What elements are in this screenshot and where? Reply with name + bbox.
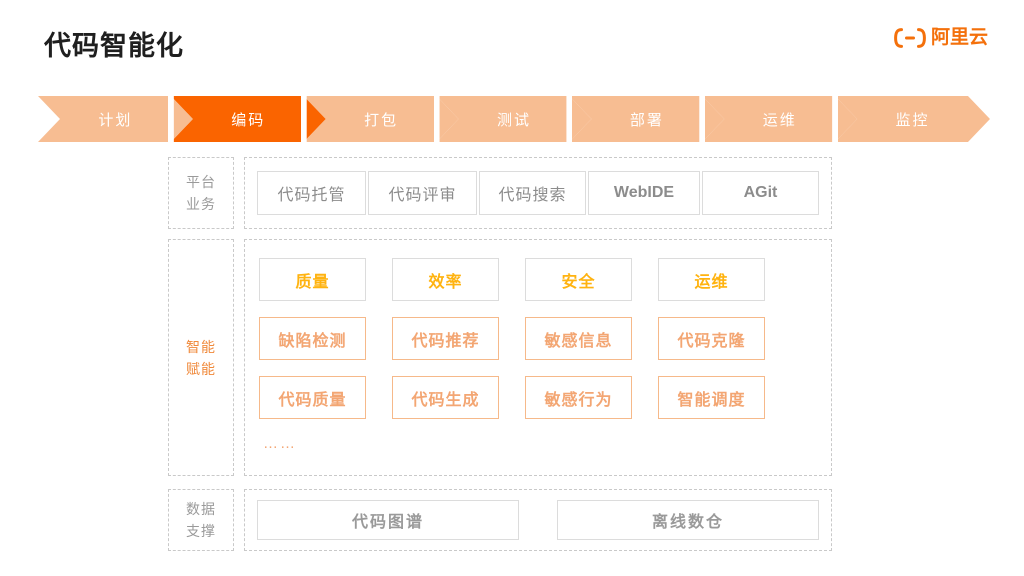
ai-capability-r1-3[interactable]: 敏感信息 bbox=[525, 317, 632, 360]
band-label-intelligent-empowerment: 智能 赋能 bbox=[168, 239, 234, 476]
pipeline-stage-2[interactable]: 编码 bbox=[170, 96, 326, 142]
band-label-line1: 平台 bbox=[186, 174, 216, 190]
ai-capability-r1-4[interactable]: 代码克隆 bbox=[658, 317, 765, 360]
platform-item-1[interactable]: 代码托管 bbox=[257, 171, 366, 215]
band-intelligent-empowerment: 智能 赋能 质量效率安全运维 缺陷检测代码推荐敏感信息代码克隆 代码质量代码生成… bbox=[168, 239, 832, 476]
pipeline-separator bbox=[699, 96, 706, 142]
ai-category-4[interactable]: 运维 bbox=[658, 258, 765, 301]
pipeline-separator bbox=[566, 96, 573, 142]
pipeline-separator bbox=[433, 96, 440, 142]
ai-capability-row-1: 缺陷检测代码推荐敏感信息代码克隆 bbox=[259, 317, 819, 360]
ai-category-2[interactable]: 效率 bbox=[392, 258, 499, 301]
ai-capability-r1-1[interactable]: 缺陷检测 bbox=[259, 317, 366, 360]
pipeline-stage-label: 打包 bbox=[364, 111, 399, 129]
band-data-support: 数据 支撑 代码图谱离线数仓 bbox=[168, 489, 832, 551]
band-body-data-support: 代码图谱离线数仓 bbox=[244, 489, 832, 551]
platform-item-5[interactable]: AGit bbox=[702, 171, 819, 215]
platform-item-2[interactable]: 代码评审 bbox=[368, 171, 477, 215]
ai-ellipsis: …… bbox=[263, 435, 297, 452]
pipeline-separator bbox=[300, 96, 307, 142]
ai-capability-r1-2[interactable]: 代码推荐 bbox=[392, 317, 499, 360]
pipeline-stage-6[interactable]: 运维 bbox=[702, 96, 858, 142]
band-body-intelligent-empowerment: 质量效率安全运维 缺陷检测代码推荐敏感信息代码克隆 代码质量代码生成敏感行为智能… bbox=[244, 239, 832, 476]
pipeline-stage-label: 运维 bbox=[762, 111, 797, 129]
ai-category-header-row: 质量效率安全运维 bbox=[259, 258, 819, 301]
platform-item-3[interactable]: 代码搜索 bbox=[479, 171, 586, 215]
ai-capability-row-2: 代码质量代码生成敏感行为智能调度 bbox=[259, 376, 819, 419]
band-label-data-support: 数据 支撑 bbox=[168, 489, 234, 551]
pipeline-stage-4[interactable]: 测试 bbox=[436, 96, 592, 142]
ai-capability-r2-3[interactable]: 敏感行为 bbox=[525, 376, 632, 419]
brand-text: 阿里云 bbox=[930, 27, 988, 48]
band-label-platform-business: 平台 业务 bbox=[168, 157, 234, 229]
pipeline-stage-bar: 计划 编码 打包 测试 部署 运维 监控 bbox=[38, 96, 990, 142]
ai-capability-r2-2[interactable]: 代码生成 bbox=[392, 376, 499, 419]
ai-category-3[interactable]: 安全 bbox=[525, 258, 632, 301]
pipeline-stage-label: 编码 bbox=[231, 111, 266, 129]
pipeline-separator bbox=[832, 96, 839, 142]
band-label-line2: 赋能 bbox=[186, 360, 216, 377]
platform-item-4[interactable]: WebIDE bbox=[588, 171, 700, 215]
band-label-line1: 智能 bbox=[186, 338, 216, 355]
ai-category-1[interactable]: 质量 bbox=[259, 258, 366, 301]
band-label-line2: 业务 bbox=[186, 196, 216, 212]
band-label-line2: 支撑 bbox=[186, 523, 216, 539]
pipeline-stage-label: 监控 bbox=[895, 111, 930, 129]
ai-capability-grid: 质量效率安全运维 缺陷检测代码推荐敏感信息代码克隆 代码质量代码生成敏感行为智能… bbox=[259, 258, 819, 452]
pipeline-stage-label: 部署 bbox=[629, 111, 664, 129]
alibaba-cloud-bracket-icon bbox=[894, 28, 926, 48]
ai-capability-r2-1[interactable]: 代码质量 bbox=[259, 376, 366, 419]
pipeline-stage-label: 计划 bbox=[98, 111, 133, 129]
pipeline-stage-3[interactable]: 打包 bbox=[303, 96, 459, 142]
page-title: 代码智能化 bbox=[44, 31, 184, 61]
pipeline-stage-5[interactable]: 部署 bbox=[569, 96, 725, 142]
brand-logo: 阿里云 bbox=[894, 28, 988, 48]
pipeline-stage-1[interactable]: 计划 bbox=[38, 96, 193, 142]
pipeline-stage-7[interactable]: 监控 bbox=[835, 96, 990, 142]
pipeline-separator bbox=[167, 96, 174, 142]
pipeline-stage-label: 测试 bbox=[496, 111, 531, 129]
page-header: 代码智能化 阿里云 bbox=[0, 0, 1024, 80]
data-item-row: 代码图谱离线数仓 bbox=[245, 490, 831, 550]
ai-capability-r2-4[interactable]: 智能调度 bbox=[658, 376, 765, 419]
data-support-item-2[interactable]: 离线数仓 bbox=[557, 500, 819, 540]
data-support-item-1[interactable]: 代码图谱 bbox=[257, 500, 519, 540]
band-label-line1: 数据 bbox=[186, 501, 216, 517]
